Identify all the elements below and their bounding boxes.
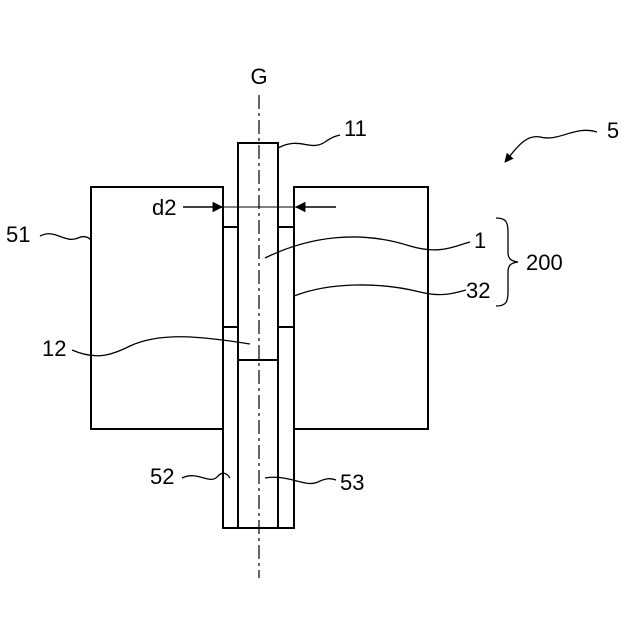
label-1: 1 xyxy=(474,228,486,253)
label-11: 11 xyxy=(344,116,367,141)
leader-53 xyxy=(265,477,336,483)
label-51: 51 xyxy=(6,222,30,247)
leader-32 xyxy=(294,285,466,296)
leader-51 xyxy=(40,234,91,240)
label-5: 5 xyxy=(607,118,619,143)
leader-1 xyxy=(265,237,470,258)
block-left-half xyxy=(91,187,223,429)
label-12: 12 xyxy=(42,336,66,361)
lower-tube-left xyxy=(223,327,238,528)
label-d2: d2 xyxy=(152,195,176,220)
brace-200 xyxy=(496,218,518,306)
lower-core-53 xyxy=(238,360,278,528)
axis-label-g: G xyxy=(250,64,267,89)
block-right-half xyxy=(294,187,428,429)
sleeve-right xyxy=(278,227,294,327)
label-200: 200 xyxy=(526,250,563,275)
lower-tube-right xyxy=(278,327,294,528)
label-32: 32 xyxy=(466,278,490,303)
sleeve-left xyxy=(223,227,238,327)
label-53: 53 xyxy=(340,470,364,495)
rod-1 xyxy=(238,143,278,360)
leader-lines xyxy=(40,130,597,483)
label-52: 52 xyxy=(150,464,174,489)
leader-5-arrow xyxy=(505,130,597,162)
leader-11 xyxy=(278,135,340,148)
